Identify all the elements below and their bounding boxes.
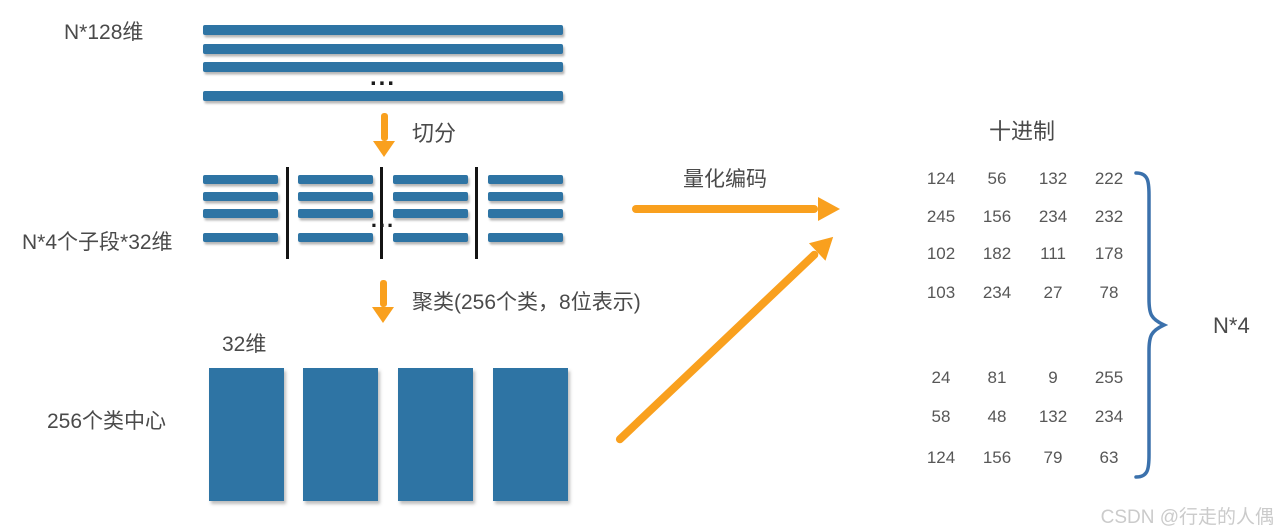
code-cell: 234 xyxy=(1038,207,1068,226)
segment-bar xyxy=(488,233,563,242)
segment-bar xyxy=(298,233,373,242)
ellipsis-dots: ... xyxy=(370,207,396,232)
vector-bar xyxy=(203,44,563,54)
encode-arrow-icon xyxy=(632,197,840,221)
code-row: 24 81 9 255 xyxy=(913,369,1137,387)
code-cell: 132 xyxy=(1038,407,1068,426)
code-cell: 103 xyxy=(926,283,956,302)
code-cell: 24 xyxy=(931,368,951,387)
code-cell: 48 xyxy=(987,407,1007,426)
cluster-center-block xyxy=(303,368,378,501)
arrow-shaft xyxy=(614,249,820,445)
code-cell: 56 xyxy=(987,169,1007,188)
code-cell: 111 xyxy=(1040,244,1066,263)
cluster-center-block xyxy=(398,368,473,501)
code-cell: 63 xyxy=(1099,448,1119,467)
cluster-label: 聚类(256个类，8位表示) xyxy=(412,291,641,314)
arrow-head xyxy=(818,197,840,221)
segment-bar xyxy=(393,192,468,201)
code-cell: 245 xyxy=(926,207,956,226)
arrow-shaft xyxy=(379,280,387,307)
cluster-down-arrow-icon xyxy=(372,280,394,323)
arrow-head xyxy=(372,307,394,323)
code-cell: 255 xyxy=(1094,368,1124,387)
segment-divider xyxy=(380,167,383,259)
vector-bar xyxy=(203,25,563,35)
code-cell: 81 xyxy=(987,368,1007,387)
segment-bar xyxy=(203,192,278,201)
segment-divider xyxy=(286,167,289,259)
code-cell: 124 xyxy=(926,448,956,467)
code-row: 103 234 27 78 xyxy=(913,284,1137,302)
code-row: 245 156 234 232 xyxy=(913,208,1137,226)
vector-bar xyxy=(203,62,563,72)
arrow-shaft xyxy=(632,205,818,213)
code-cell: 124 xyxy=(926,169,956,188)
watermark: CSDN @行走的人偶 xyxy=(1100,507,1274,528)
centers-label: 256个类中心 xyxy=(47,410,167,433)
dim-label: 32维 xyxy=(222,333,267,356)
code-cell: 222 xyxy=(1094,169,1124,188)
code-cell: 79 xyxy=(1043,448,1063,467)
segment-divider xyxy=(475,167,478,259)
segment-bar xyxy=(393,175,468,184)
code-cell: 102 xyxy=(926,244,956,263)
code-cell: 9 xyxy=(1048,368,1058,387)
cluster-center-block xyxy=(209,368,284,501)
code-cell: 182 xyxy=(982,244,1012,263)
decimal-title: 十进制 xyxy=(988,119,1055,144)
segment-bar xyxy=(298,175,373,184)
code-cell: 156 xyxy=(982,207,1012,226)
segments-label: N*4个子段*32维 xyxy=(22,231,173,254)
segment-bar xyxy=(488,192,563,201)
split-label: 切分 xyxy=(412,121,457,146)
segment-bar xyxy=(393,209,468,218)
code-cell: 27 xyxy=(1043,283,1063,302)
ellipsis-dots: ... xyxy=(369,64,396,91)
segment-bar xyxy=(393,233,468,242)
code-cell: 156 xyxy=(982,448,1012,467)
brace-icon xyxy=(1134,171,1168,479)
code-cell: 58 xyxy=(931,407,951,426)
arrow-shaft xyxy=(380,113,388,141)
segment-bar xyxy=(203,209,278,218)
diagonal-arrow-icon xyxy=(609,228,842,451)
arrow-head xyxy=(373,141,395,157)
code-row: 124 156 79 63 xyxy=(913,449,1137,467)
code-cell: 232 xyxy=(1094,207,1124,226)
code-cell: 234 xyxy=(1094,407,1124,426)
top-matrix-label: N*128维 xyxy=(64,21,144,44)
vector-bar xyxy=(203,91,563,101)
segment-bar xyxy=(203,175,278,184)
segment-bar xyxy=(298,192,373,201)
segment-bar xyxy=(488,175,563,184)
cluster-center-block xyxy=(493,368,568,501)
segment-bar xyxy=(298,209,373,218)
n4-label: N*4 xyxy=(1213,313,1250,338)
code-cell: 178 xyxy=(1094,244,1124,263)
code-cell: 78 xyxy=(1099,283,1119,302)
code-row: 102 182 111 178 xyxy=(913,245,1137,263)
split-down-arrow-icon xyxy=(373,113,395,157)
code-row: 58 48 132 234 xyxy=(913,408,1137,426)
code-cell: 132 xyxy=(1038,169,1068,188)
segment-bar xyxy=(488,209,563,218)
encode-label: 量化编码 xyxy=(683,168,767,191)
code-cell: 234 xyxy=(982,283,1012,302)
segment-bar xyxy=(203,233,278,242)
code-row: 124 56 132 222 xyxy=(913,170,1137,188)
